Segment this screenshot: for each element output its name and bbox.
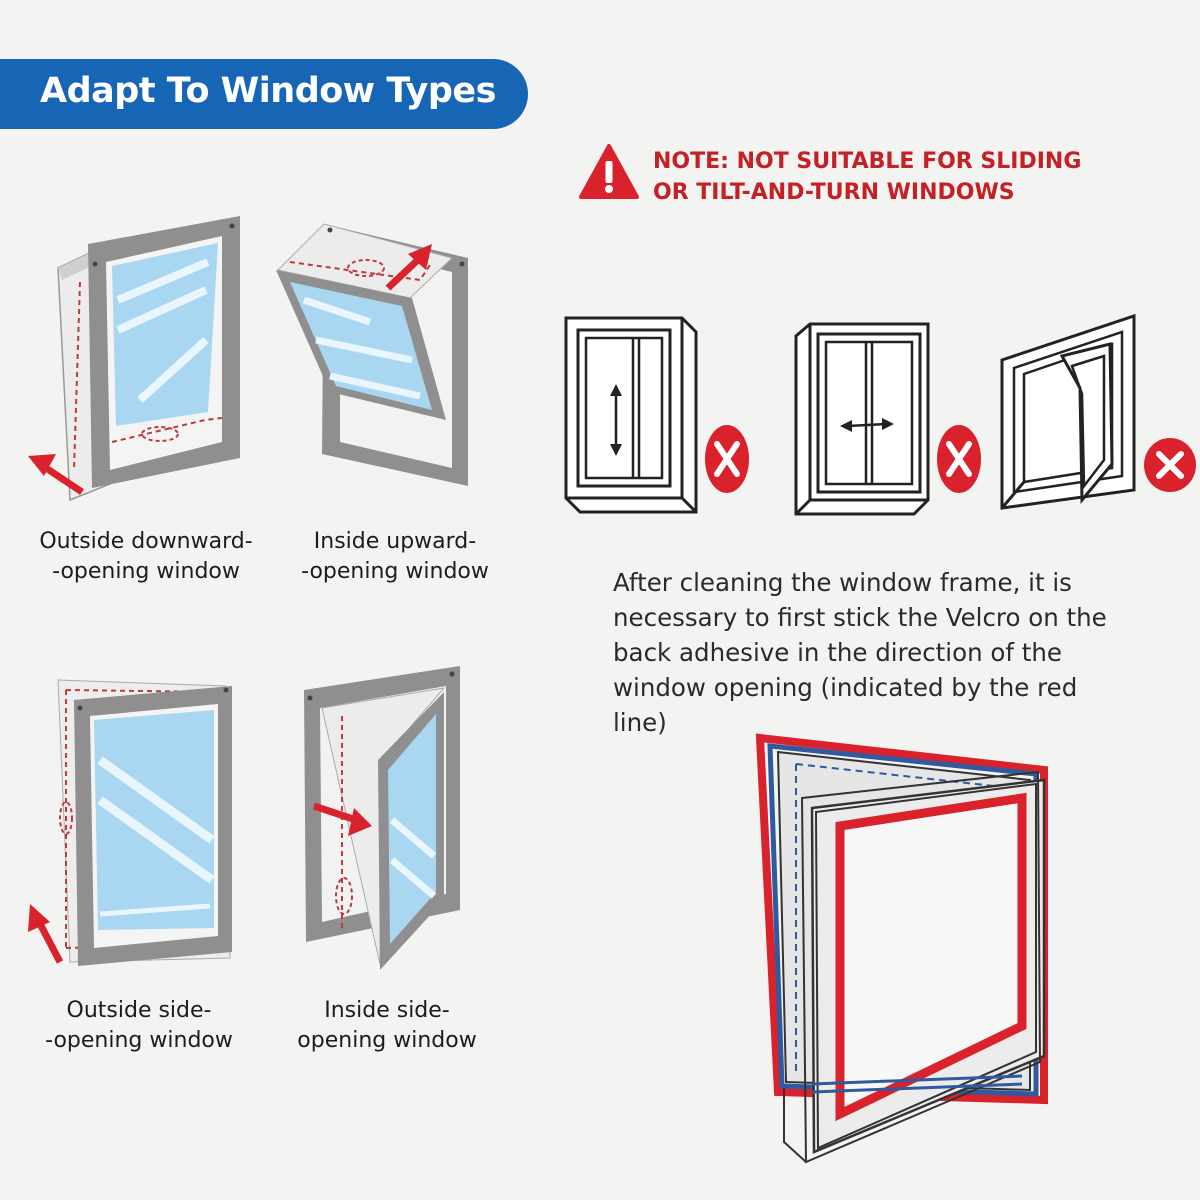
note-line: OR TILT-AND-TURN WINDOWS xyxy=(653,180,1015,205)
caption-line: -opening window xyxy=(52,559,240,584)
warning-triangle-icon xyxy=(579,144,639,199)
caption-line: -opening window xyxy=(45,1028,233,1053)
not-allowed-x-icon xyxy=(705,425,749,493)
velcro-window-diagram-icon xyxy=(755,733,1048,1164)
instructions-line: window opening (indicated by the red xyxy=(613,673,1078,702)
caption-line: Outside side- xyxy=(66,998,212,1023)
caption-line: Inside upward- xyxy=(313,529,477,554)
not-allowed-x-icon xyxy=(1144,438,1196,492)
vertical-sliding-window-icon xyxy=(564,316,698,514)
caption-inside-upward: Inside upward- -opening window xyxy=(290,527,500,587)
caption-line: opening window xyxy=(297,1028,477,1053)
caption-line: Outside downward- xyxy=(39,529,253,554)
instructions-line: back adhesive in the direction of the xyxy=(613,638,1062,667)
caption-inside-side: Inside side- opening window xyxy=(284,996,490,1056)
caption-outside-downward: Outside downward- -opening window xyxy=(28,527,264,587)
caption-outside-side: Outside side- -opening window xyxy=(36,996,242,1056)
instructions-line: necessary to first stick the Velcro on t… xyxy=(613,603,1107,632)
tilt-and-turn-window-icon xyxy=(1000,313,1136,510)
instructions-line: After cleaning the window frame, it is xyxy=(613,568,1072,597)
note-text: NOTE: NOT SUITABLE FOR SLIDING OR TILT-A… xyxy=(653,146,1081,208)
instructions-line: line) xyxy=(613,708,667,737)
page-title: Adapt To Window Types xyxy=(40,71,496,111)
caption-line: -opening window xyxy=(301,559,489,584)
caption-line: Inside side- xyxy=(324,998,450,1023)
header-banner: Adapt To Window Types xyxy=(0,59,528,129)
note-line: NOTE: NOT SUITABLE FOR SLIDING xyxy=(653,149,1082,174)
horizontal-sliding-window-icon xyxy=(794,322,930,516)
instructions-text: After cleaning the window frame, it is n… xyxy=(613,565,1173,740)
not-allowed-x-icon xyxy=(937,425,981,493)
